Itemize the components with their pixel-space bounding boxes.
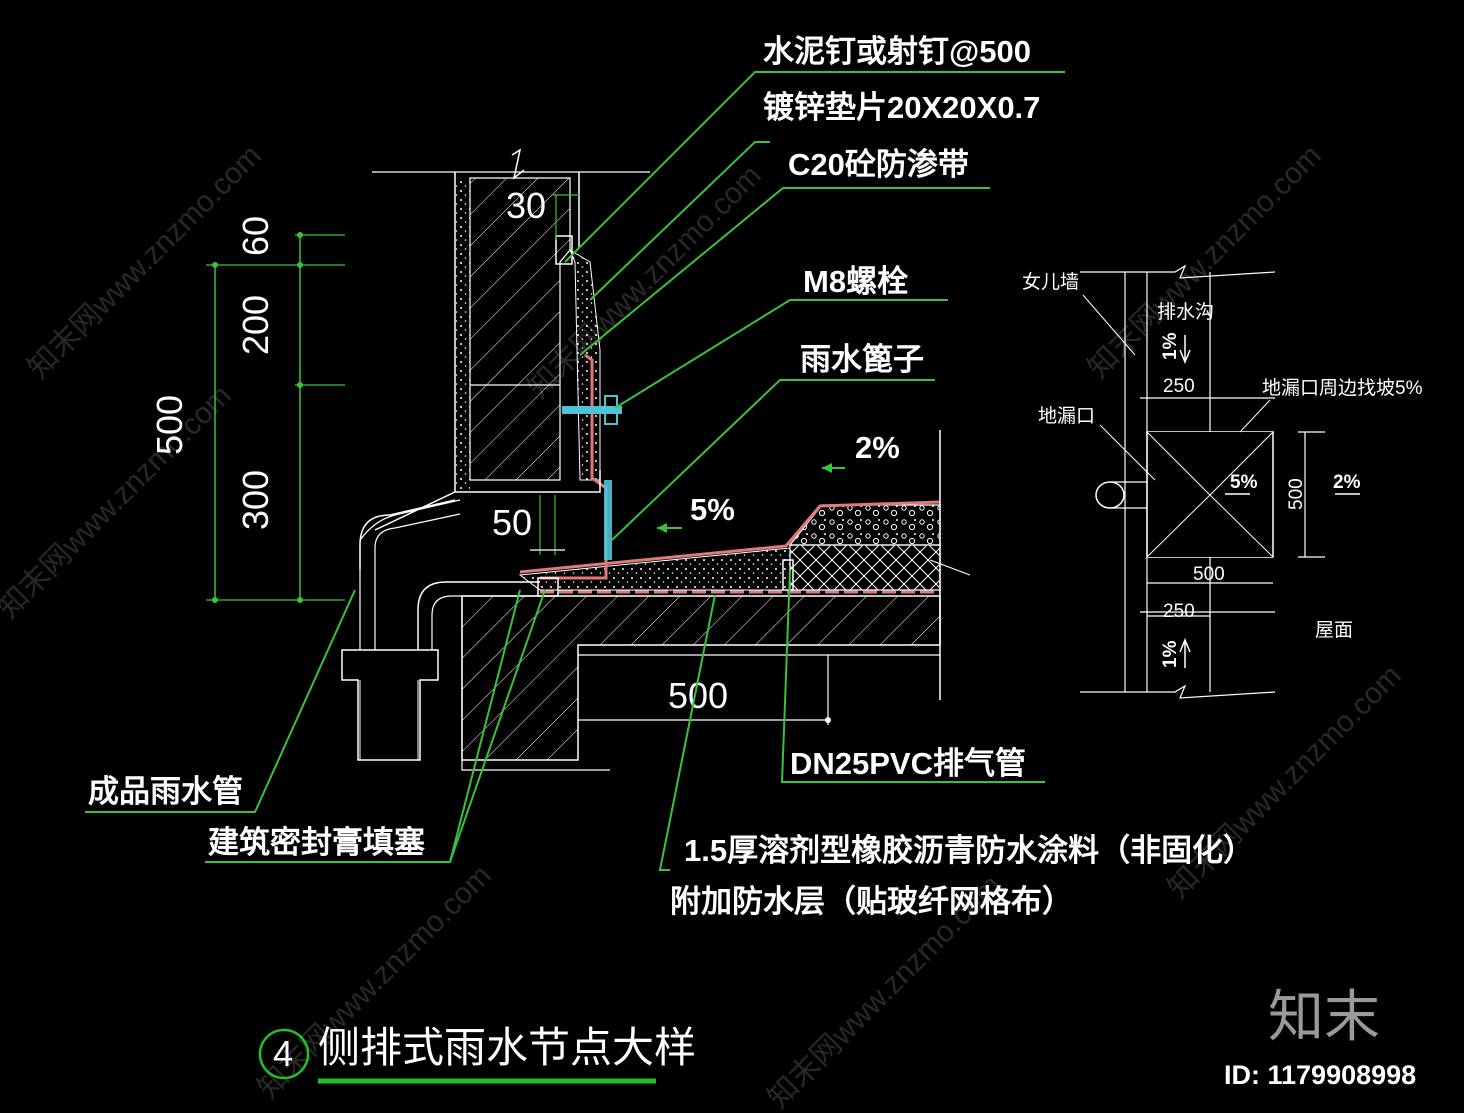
- image-id: ID: 1179908998: [1224, 1060, 1416, 1090]
- callout-extra-layer: 附加防水层（贴玻纤网格布）: [670, 884, 1073, 919]
- watermark-text: 知末网www.znzmo.com: [1082, 139, 1328, 385]
- drawing-title: 4 侧排式雨水节点大样: [258, 1023, 696, 1084]
- callout-bolt: M8螺栓: [803, 264, 908, 299]
- plan-label-drain-slope: 地漏口周边找坡5%: [1262, 377, 1423, 399]
- watermark-text: 知末网www.znzmo.com: [0, 379, 238, 625]
- dim-50: 50: [492, 502, 532, 543]
- slope-2-label: 2%: [855, 430, 900, 465]
- title-number: 4: [273, 1033, 293, 1074]
- plan-slope-bottom: 1%: [1160, 640, 1181, 668]
- callout-coating: 1.5厚溶剂型橡胶沥青防水涂料（非固化）: [684, 833, 1254, 868]
- dim-500-left: 500: [149, 395, 190, 455]
- brand-logo: 知末: [1268, 985, 1380, 1050]
- callout-c20-band: C20砼防渗带: [788, 147, 969, 182]
- dimension-lines: [206, 194, 831, 725]
- plan-dim-500-h: 500: [1193, 564, 1225, 585]
- leader-lines: [85, 71, 1065, 871]
- section-detail: 2% 5%: [341, 148, 971, 771]
- dim-60: 60: [235, 216, 276, 256]
- plan-detail: 女儿墙 排水沟 地漏口 地漏口周边找坡5% 屋面 1% 1% 250 250 5…: [1022, 264, 1423, 699]
- callout-vent-pipe: DN25PVC排气管: [790, 746, 1026, 781]
- watermark-text: 知末网www.znzmo.com: [1162, 659, 1408, 905]
- plan-dim-500-v: 500: [1286, 478, 1307, 510]
- callout-labels: 水泥钉或射钉@500 镀锌垫片20X20X0.7 C20砼防渗带 M8螺栓 雨水…: [88, 34, 1254, 919]
- plan-slope-5: 5%: [1230, 472, 1258, 493]
- callout-nail: 水泥钉或射钉@500: [763, 34, 1031, 69]
- plan-label-parapet: 女儿墙: [1022, 271, 1079, 293]
- callout-rain-pipe: 成品雨水管: [88, 774, 243, 809]
- slope-5-label: 5%: [690, 492, 735, 527]
- dim-200: 200: [235, 295, 276, 355]
- plan-slope-top: 1%: [1160, 332, 1181, 360]
- title-text: 侧排式雨水节点大样: [318, 1023, 696, 1072]
- title-number-circle: [258, 1028, 310, 1080]
- plan-label-roof: 屋面: [1315, 620, 1353, 641]
- plan-slope-2: 2%: [1333, 472, 1361, 493]
- callout-grate: 雨水篦子: [800, 342, 924, 377]
- watermark-text: 知末网www.znzmo.com: [22, 139, 268, 385]
- plan-dim-250-bottom: 250: [1163, 601, 1195, 622]
- dim-300: 300: [235, 470, 276, 530]
- callout-sealant: 建筑密封膏填塞: [208, 825, 425, 860]
- plan-label-drain: 地漏口: [1038, 405, 1095, 427]
- plan-dim-250-top: 250: [1163, 376, 1195, 397]
- callout-washer: 镀锌垫片20X20X0.7: [763, 90, 1040, 125]
- plan-label-gutter: 排水沟: [1157, 301, 1214, 323]
- dim-30: 30: [506, 185, 546, 226]
